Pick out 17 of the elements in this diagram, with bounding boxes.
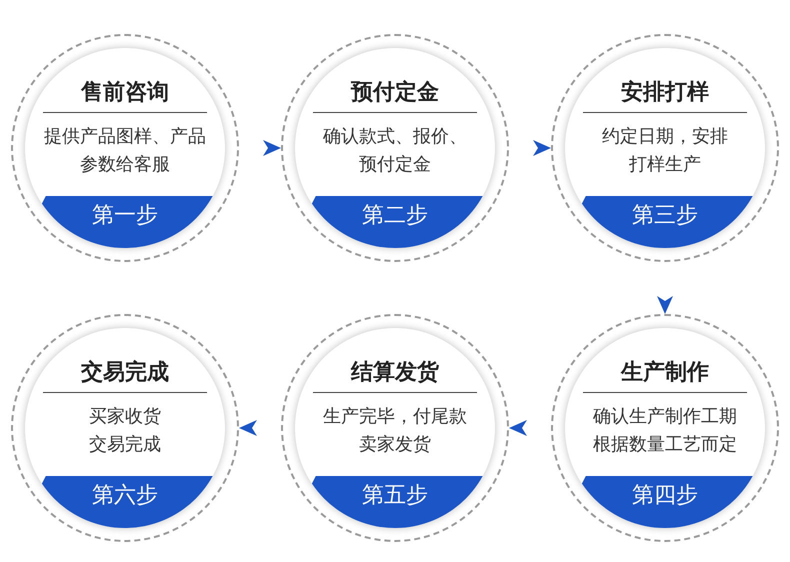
arrow bbox=[263, 140, 281, 156]
step-title: 结算发货 bbox=[313, 358, 477, 393]
step-description: 生产完毕，付尾款卖家发货 bbox=[322, 405, 468, 457]
step-description: 确认生产制作工期根据数量工艺而定 bbox=[592, 405, 738, 457]
arrow bbox=[509, 420, 527, 436]
step-description: 约定日期，安排打样生产 bbox=[601, 125, 729, 177]
step-title: 安排打样 bbox=[583, 78, 747, 113]
step-description: 买家收货交易完成 bbox=[88, 405, 162, 457]
arrow bbox=[533, 140, 551, 156]
arrow bbox=[657, 296, 673, 314]
step-description: 提供产品图样、产品参数给客服 bbox=[43, 125, 207, 177]
step-title: 交易完成 bbox=[43, 358, 207, 393]
step-title: 生产制作 bbox=[583, 358, 747, 393]
step-title: 售前咨询 bbox=[43, 78, 207, 113]
step-title: 预付定金 bbox=[313, 78, 477, 113]
step-description: 确认款式、报价、预付定金 bbox=[322, 125, 468, 177]
arrow bbox=[239, 420, 257, 436]
